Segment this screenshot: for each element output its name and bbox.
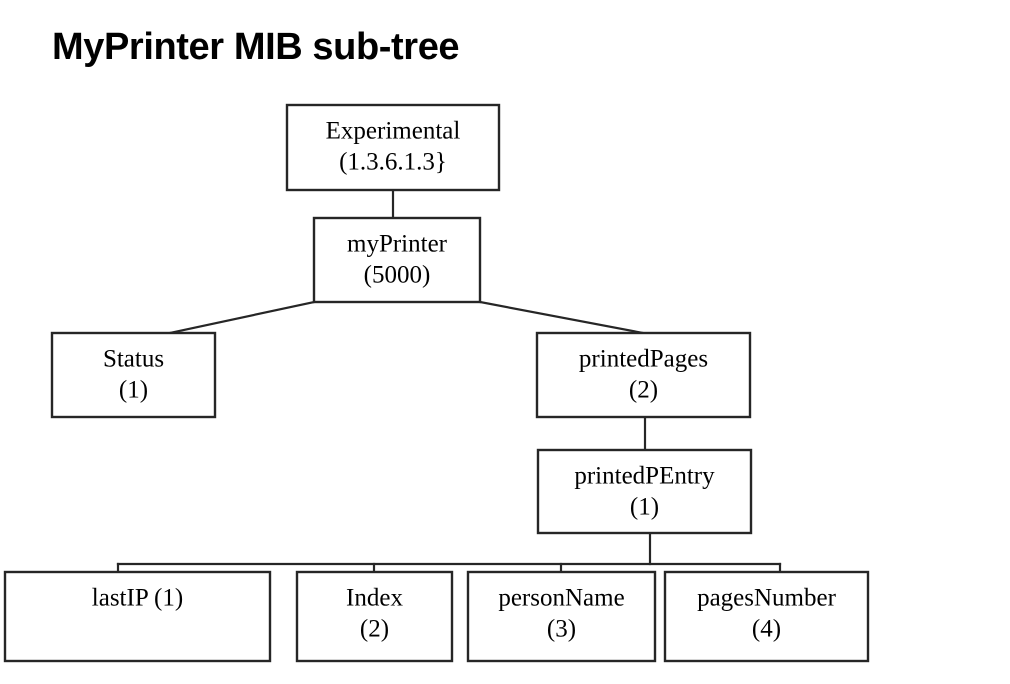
node-index[interactable]: Index (2) — [295, 570, 454, 663]
edges-layer — [116, 188, 782, 574]
node-box-personname — [466, 570, 657, 663]
node-personname[interactable]: personName (3) — [466, 570, 657, 663]
node-label-personname-line2: (3) — [547, 616, 576, 643]
node-box-myprinter — [312, 216, 482, 304]
page-title: MyPrinter MIB sub-tree — [52, 26, 460, 68]
node-label-printedpentry-line1: printedPEntry — [574, 463, 715, 490]
node-box-printedpentry — [536, 448, 753, 535]
node-box-status — [50, 331, 217, 419]
edge-myprinter-printedpages — [478, 300, 645, 335]
node-label-experimental-line1: Experimental — [326, 118, 461, 145]
node-box-experimental — [285, 103, 501, 192]
node-lastip[interactable]: lastIP (1) — [3, 570, 272, 663]
node-label-printedpages-line2: (2) — [629, 377, 658, 404]
node-printedpages[interactable]: printedPages (2) — [535, 331, 752, 419]
node-box-printedpages — [535, 331, 752, 419]
node-box-index — [295, 570, 454, 663]
node-label-printedpages-line1: printedPages — [579, 346, 708, 373]
node-label-pagesnumber-line1: pagesNumber — [697, 585, 837, 612]
node-label-myprinter-line1: myPrinter — [347, 231, 448, 258]
node-box-lastip — [3, 570, 272, 663]
node-myprinter[interactable]: myPrinter (5000) — [312, 216, 482, 304]
node-status[interactable]: Status (1) — [50, 331, 217, 419]
node-label-index-line1: Index — [346, 585, 403, 612]
node-printedpentry[interactable]: printedPEntry (1) — [536, 448, 753, 535]
node-box-pagesnumber — [663, 570, 870, 663]
nodes-layer: Experimental (1.3.6.1.3} myPrinter (5000) St… — [3, 103, 870, 663]
node-label-myprinter-line2: (5000) — [364, 262, 431, 289]
edge-myprinter-status — [168, 300, 316, 335]
node-label-personname-line1: personName — [498, 585, 624, 612]
node-pagesnumber[interactable]: pagesNumber (4) — [663, 570, 870, 663]
node-label-experimental-line2: (1.3.6.1.3} — [339, 149, 447, 176]
node-experimental[interactable]: Experimental (1.3.6.1.3} — [285, 103, 501, 192]
node-label-pagesnumber-line2: (4) — [752, 616, 781, 643]
node-label-printedpentry-line2: (1) — [630, 494, 659, 521]
node-label-status-line1: Status — [103, 346, 164, 373]
node-label-lastip-line1: lastIP (1) — [92, 585, 183, 612]
node-label-index-line2: (2) — [360, 616, 389, 643]
node-label-status-line2: (1) — [119, 377, 148, 404]
